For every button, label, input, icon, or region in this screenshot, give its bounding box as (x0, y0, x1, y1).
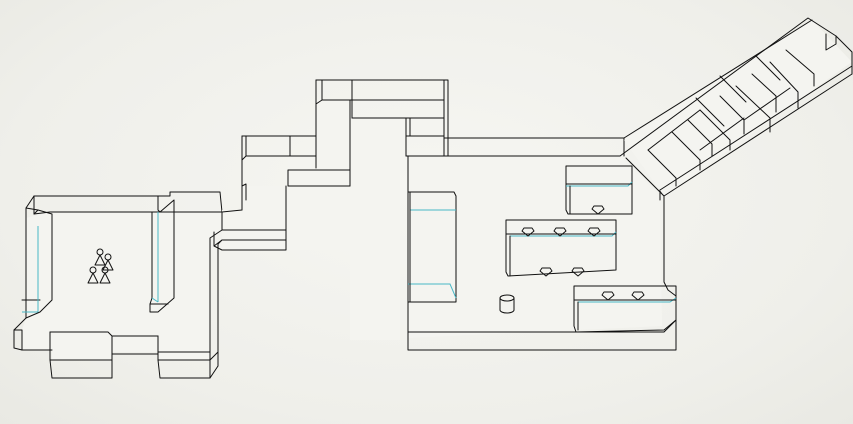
display-case-top (565, 165, 633, 215)
long-bench (407, 191, 457, 303)
stool (499, 294, 515, 314)
staircase-corridor (213, 79, 449, 340)
restroom-icon-female (87, 248, 106, 284)
restroom-room (13, 191, 223, 379)
main-hall (407, 137, 677, 351)
display-case-bottom (573, 285, 677, 333)
entry-ramp-walkway (619, 17, 853, 197)
restroom-icon-male (99, 253, 114, 284)
display-case-middle (505, 219, 617, 277)
